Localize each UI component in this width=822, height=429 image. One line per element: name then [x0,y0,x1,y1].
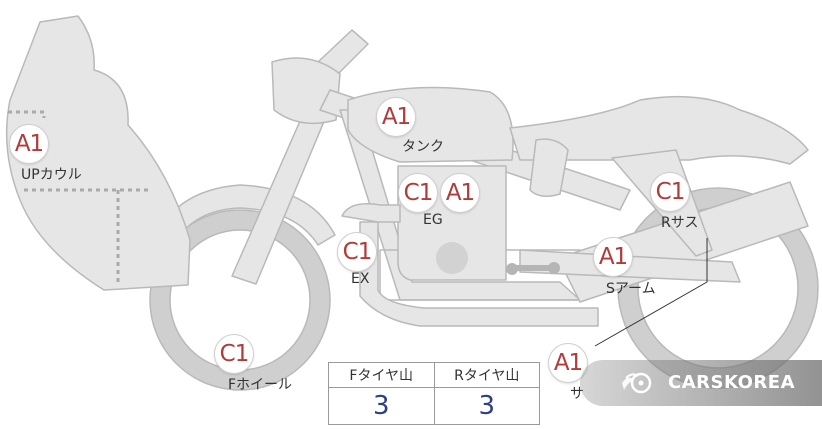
flame-steering-icon [622,372,652,394]
carskorea-watermark: CARSKOREA [580,360,822,406]
front-tire-tread-header: Fタイヤ山 [328,362,435,388]
grade-badge-f-wheel: C1 [214,334,254,374]
label-f-wheel: Fホイール [228,377,293,393]
label-up-cowl: UPカウル [21,167,82,183]
front-wheel [150,210,330,390]
label-eg: EG [423,212,443,228]
label-tank: タンク [402,139,444,155]
rear-tire-tread-header: Rタイヤ山 [433,362,540,388]
grade-badge-r-sus: C1 [650,172,690,212]
upper-cowl [5,15,191,291]
grade-badge-eg-2: A1 [440,173,480,213]
grade-badge-ex: C1 [337,232,377,272]
grade-badge-s-arm: A1 [593,237,633,277]
grade-badge-tank: A1 [376,97,416,137]
grade-badge-eg-1: C1 [398,173,438,213]
label-s-arm: Sアーム [606,281,656,297]
rear-tire-tread-value: 3 [433,387,540,425]
grade-badge-up-cowl: A1 [9,124,49,164]
seat [509,95,809,165]
exhaust-pipe [341,203,599,327]
label-ex: EX [351,271,370,287]
front-tire-tread-value: 3 [328,387,435,425]
tire-tread-table: Fタイヤ山 Rタイヤ山 3 3 [328,362,540,425]
label-r-sus: Rサス [661,215,699,231]
watermark-text: CARSKOREA [668,372,795,393]
